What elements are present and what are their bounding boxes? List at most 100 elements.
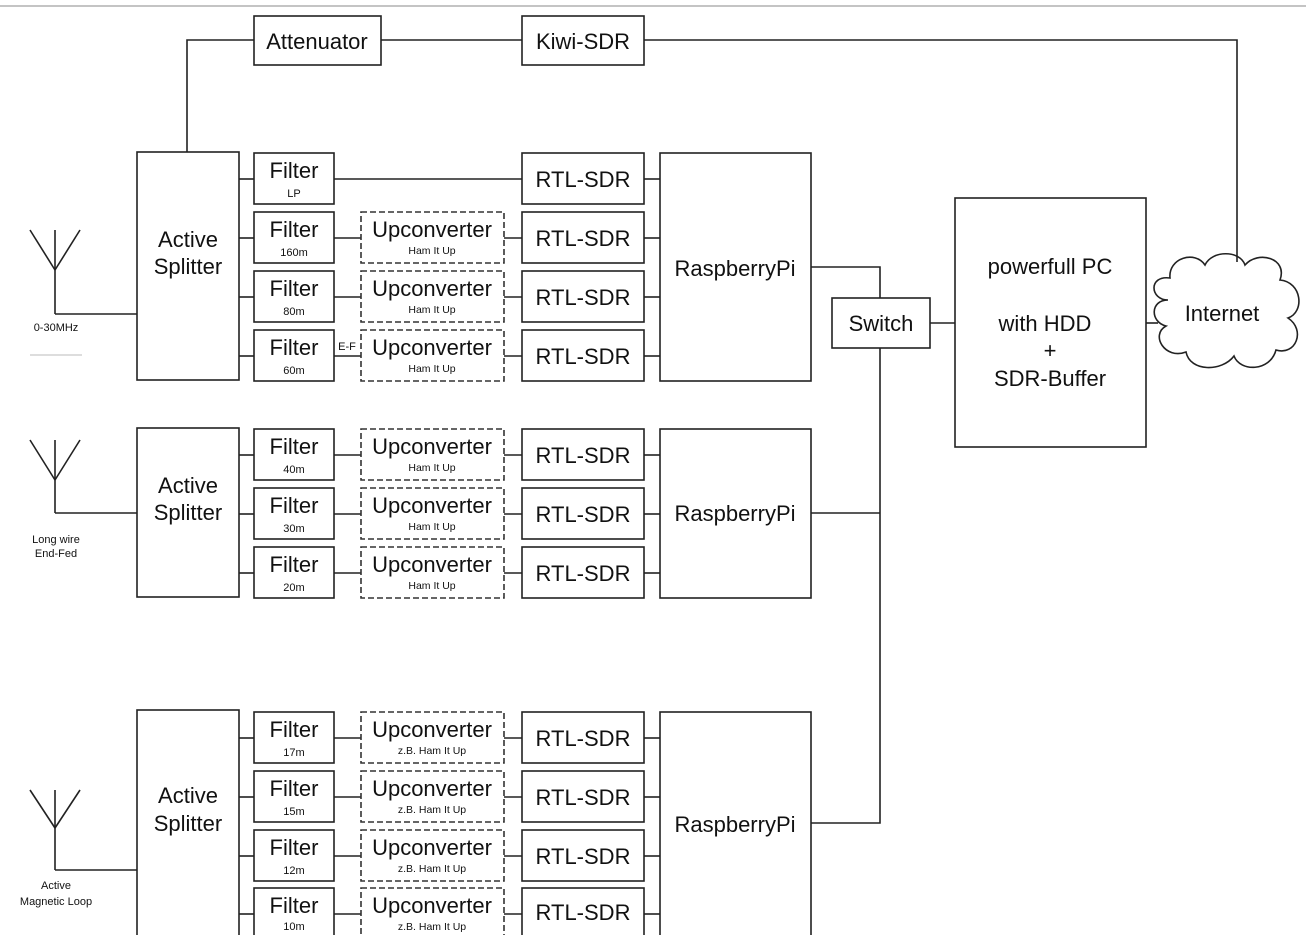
receiver-group-3: Active Magnetic Loop Active Splitter Fil… (20, 348, 881, 935)
splitter-label-line2: Splitter (154, 254, 222, 279)
filter-band-label: 10m (283, 921, 304, 933)
upconverter-box (360, 546, 505, 599)
upconverter-model-label: Ham It Up (408, 304, 455, 316)
filter-label: Filter (270, 434, 319, 459)
pc-label-line4: SDR-Buffer (994, 366, 1106, 391)
filter-box (253, 487, 335, 540)
switch-label: Switch (849, 311, 914, 336)
rtl-sdr-label: RTL-SDR (536, 167, 631, 192)
attenuator-label: Attenuator (266, 29, 368, 54)
upconverter-label: Upconverter (372, 893, 492, 918)
upconverter-model-label: Ham It Up (408, 521, 455, 533)
rtl-sdr-box (521, 711, 645, 764)
rtl-sdr-box (521, 329, 645, 382)
rtl-sdr-box (521, 546, 645, 599)
upconverter-box (360, 428, 505, 481)
upconverter-label: Upconverter (372, 217, 492, 242)
raspberry-pi-label: RaspberryPi (674, 501, 795, 526)
internet-label: Internet (1185, 301, 1260, 326)
kiwi-sdr-box (521, 15, 645, 66)
rtl-sdr-box (521, 887, 645, 935)
filter-band-label: 17m (283, 747, 304, 759)
upconverter-label: Upconverter (372, 335, 492, 360)
upconverter-model-label: z.B. Ham It Up (398, 863, 466, 875)
filter-label: Filter (270, 158, 319, 183)
upconverter-label: Upconverter (372, 434, 492, 459)
antenna-label: Magnetic Loop (20, 896, 92, 908)
filter-band-label: 80m (283, 306, 304, 318)
antenna-icon (29, 439, 137, 514)
antenna-label: 0-30MHz (34, 322, 79, 334)
filter-box (253, 770, 335, 823)
filter-label: Filter (270, 893, 319, 918)
upconverter-box (360, 770, 505, 823)
filter-band-label: 20m (283, 582, 304, 594)
rtl-sdr-label: RTL-SDR (536, 785, 631, 810)
upconverter-box (360, 487, 505, 540)
splitter-box (136, 151, 240, 381)
rtl-sdr-label: RTL-SDR (536, 344, 631, 369)
filter-band-label: 60m (283, 365, 304, 377)
pc-label-line1: powerfull PC (988, 254, 1113, 279)
filter-label: Filter (270, 717, 319, 742)
filter-band-label: LP (287, 188, 300, 200)
splitter-box (136, 709, 240, 935)
raspberry-pi-box (659, 152, 812, 382)
upconverter-box (360, 829, 505, 882)
upconverter-box (360, 329, 505, 382)
splitter-label-line1: Active (158, 227, 218, 252)
filter-box (253, 829, 335, 882)
antenna-icon (29, 229, 137, 315)
rtl-sdr-box (521, 270, 645, 323)
receiver-group-1: 0-30MHz Active Splitter Filter LP RTL-SD… (29, 151, 881, 382)
splitter-label-line1: Active (158, 473, 218, 498)
filter-band-label: 30m (283, 523, 304, 535)
antenna-label: Long wire (32, 534, 80, 546)
filter-box (253, 211, 335, 264)
upconverter-label: Upconverter (372, 717, 492, 742)
raspberry-pi-box (659, 711, 812, 935)
filter-label: Filter (270, 493, 319, 518)
top-chain: Attenuator Kiwi-SDR (186, 15, 1238, 262)
filter-band-label: 40m (283, 464, 304, 476)
upconverter-model-label: z.B. Ham It Up (398, 745, 466, 757)
filter-box (253, 428, 335, 481)
raspberry-pi-label: RaspberryPi (674, 812, 795, 837)
cloud-icon (1153, 252, 1300, 369)
raspberry-pi-label: RaspberryPi (674, 256, 795, 281)
upconverter-box (360, 887, 505, 935)
upconverter-box (360, 711, 505, 764)
upconverter-label: Upconverter (372, 552, 492, 577)
antenna-label: End-Fed (35, 548, 77, 560)
upconverter-label: Upconverter (372, 776, 492, 801)
upconverter-model-label: Ham It Up (408, 245, 455, 257)
upconverter-model-label: z.B. Ham It Up (398, 804, 466, 816)
rtl-sdr-label: RTL-SDR (536, 502, 631, 527)
upconverter-label: Upconverter (372, 276, 492, 301)
upconverter-label: Upconverter (372, 493, 492, 518)
filter-label: Filter (270, 217, 319, 242)
kiwi-sdr-label: Kiwi-SDR (536, 29, 630, 54)
splitter-label-line2: Splitter (154, 500, 222, 525)
splitter-label-line1: Active (158, 783, 218, 808)
filter-box (253, 329, 335, 382)
filter-box (253, 711, 335, 764)
antenna-icon (29, 789, 137, 871)
rtl-sdr-box (521, 152, 645, 205)
filter-band-label: 160m (280, 247, 308, 259)
splitter-box (136, 427, 240, 598)
rtl-sdr-label: RTL-SDR (536, 900, 631, 925)
splitter-label-line2: Splitter (154, 811, 222, 836)
upconverter-model-label: Ham It Up (408, 580, 455, 592)
rtl-sdr-label: RTL-SDR (536, 844, 631, 869)
antenna-label: Active (41, 880, 71, 892)
rtl-sdr-box (521, 829, 645, 882)
upconverter-box (360, 270, 505, 323)
rtl-sdr-label: RTL-SDR (536, 226, 631, 251)
rtl-sdr-label: RTL-SDR (536, 726, 631, 751)
switch-box (831, 297, 931, 349)
receiver-group-2: Long wire End-Fed Active Splitter Filter… (29, 427, 880, 599)
rtl-sdr-box (521, 770, 645, 823)
filter-box (253, 270, 335, 323)
